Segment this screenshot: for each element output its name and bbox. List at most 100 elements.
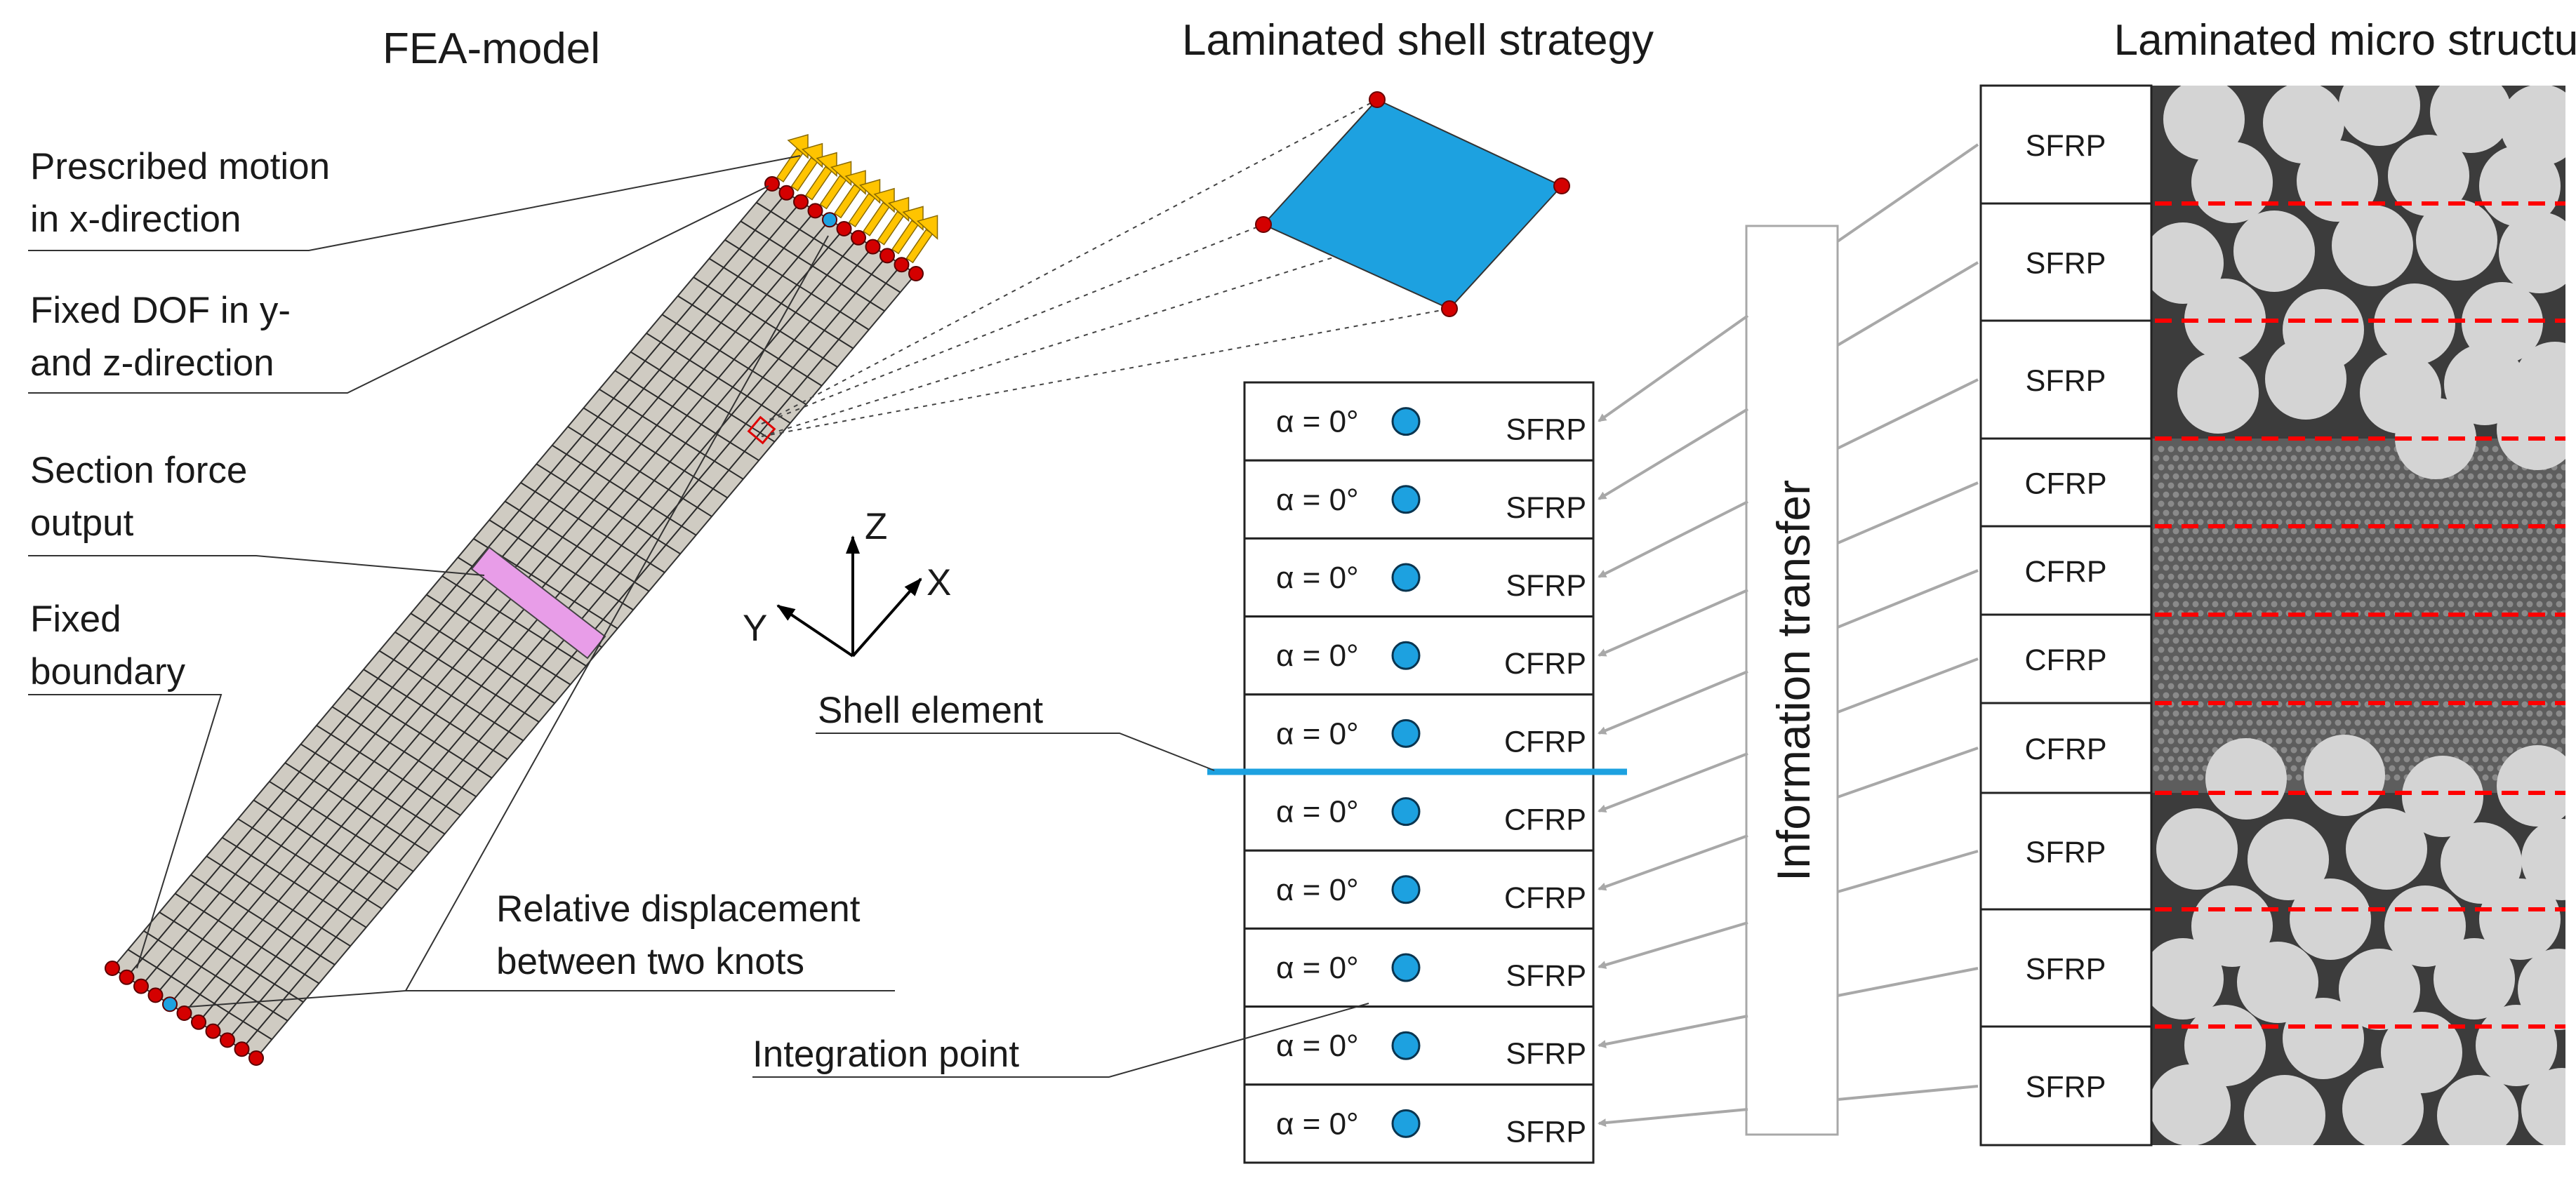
transfer-arrow-left — [1598, 752, 1748, 813]
layer-material: SFRP — [1506, 413, 1586, 447]
sfrp-fiber — [2304, 735, 2385, 816]
sfrp-fiber — [2430, 86, 2511, 153]
heading-micro-structure: Laminated micro structure — [2114, 16, 2576, 65]
layer-angle: α = 0° — [1276, 561, 1359, 595]
sfrp-fiber — [2339, 86, 2420, 146]
sfrp-fiber — [2156, 808, 2238, 890]
node-top — [908, 266, 924, 281]
layer-angle: α = 0° — [1276, 1029, 1359, 1063]
sfrp-fiber — [2151, 938, 2224, 1020]
label-relative-displacement-2: between two knots — [496, 941, 804, 982]
shell-element — [1262, 98, 1563, 310]
transfer-link-right — [1837, 569, 1979, 629]
transfer-arrow-left — [1598, 670, 1748, 735]
sfrp-fiber — [2499, 212, 2565, 293]
prescribed-motion-arrows — [776, 134, 938, 264]
label-fixed-boundary-2: boundary — [30, 651, 186, 693]
sfrp-fiber — [2342, 1068, 2424, 1145]
transfer-arrow-left — [1598, 408, 1749, 500]
node-top — [778, 185, 795, 201]
integration-point-dot — [1391, 407, 1421, 436]
layer-angle: α = 0° — [1276, 639, 1359, 673]
label-section-force-1: Section force — [30, 450, 247, 491]
layer-angle: α = 0° — [1276, 873, 1359, 907]
transfer-arrow-left — [1598, 1015, 1748, 1048]
heading-shell-strategy: Laminated shell strategy — [1182, 16, 1654, 65]
micro-structure-image — [2151, 86, 2565, 1145]
sfrp-fiber — [2479, 145, 2561, 227]
transfer-arrow-left — [1598, 834, 1748, 891]
node-bottom — [234, 1041, 250, 1057]
label-fixed-boundary-1: Fixed — [30, 599, 121, 640]
node-bottom — [105, 961, 120, 976]
micro-layer-cell — [1979, 791, 2153, 911]
integration-point-dot — [1391, 953, 1421, 982]
micro-layer-cell — [1979, 84, 2153, 205]
layer-material: CFRP — [1504, 881, 1586, 915]
layer-material: CFRP — [1504, 647, 1586, 681]
sfrp-fiber — [2205, 738, 2287, 820]
transfer-link-right — [1837, 850, 1979, 893]
sfrp-fiber — [2248, 819, 2329, 900]
layer-material: SFRP — [1506, 491, 1586, 525]
transfer-link-right — [1837, 657, 1979, 714]
motion-arrow-head — [816, 152, 837, 178]
sfrp-fiber — [2521, 819, 2565, 900]
node-top — [894, 257, 910, 273]
label-integration-point: Integration point — [752, 1034, 1019, 1075]
layer-material: SFRP — [1506, 1115, 1586, 1149]
sfrp-fiber — [2479, 878, 2561, 960]
selected-element-marker — [747, 415, 776, 445]
layer-material: SFRP — [1506, 1037, 1586, 1071]
micro-layer-label: CFRP — [2024, 643, 2106, 677]
layer-angle: α = 0° — [1276, 951, 1359, 985]
layer-angle: α = 0° — [1276, 483, 1359, 517]
information-transfer-arrows — [1598, 143, 1979, 1128]
label-section-force-2: output — [30, 502, 134, 544]
transfer-arrow-left — [1598, 1108, 1748, 1128]
transfer-link-right — [1837, 747, 1979, 798]
micro-layer-label: SFRP — [2026, 129, 2106, 163]
sfrp-fiber — [2233, 210, 2315, 292]
control-node-bottom — [162, 996, 178, 1012]
micro-layer-cell — [1979, 908, 2153, 1028]
micro-layer-label: SFRP — [2026, 1071, 2106, 1104]
section-force-band — [470, 546, 606, 660]
integration-point-leader — [752, 1003, 1369, 1078]
node-top — [807, 203, 823, 219]
label-prescribed-motion-1: Prescribed motion — [30, 146, 330, 187]
integration-point-dot — [1391, 1031, 1421, 1060]
sfrp-fiber — [2177, 352, 2259, 434]
node-top — [865, 239, 881, 255]
transfer-link-right — [1836, 261, 1979, 347]
shell-element-leader — [816, 733, 1215, 771]
axis-label-y: Y — [743, 608, 767, 649]
sfrp-fiber — [2416, 199, 2497, 281]
layer-material: SFRP — [1506, 569, 1586, 603]
node-bottom — [176, 1005, 192, 1021]
micro-layer-cell — [1979, 437, 2153, 528]
integration-point-dot — [1391, 641, 1421, 670]
label-fixed-dof-2: and z-direction — [30, 342, 274, 384]
motion-arrow-head — [787, 134, 809, 159]
integration-point-dot — [1391, 485, 1421, 514]
micro-layer-cell — [1979, 525, 2153, 616]
sfrp-fiber — [2374, 283, 2455, 365]
sfrp-fiber — [2290, 878, 2371, 960]
sfrp-fiber — [2346, 808, 2427, 890]
layer-angle: α = 0° — [1276, 716, 1359, 751]
label-information-transfer: Information transfer — [1767, 480, 1819, 881]
control-node-top — [822, 212, 837, 228]
node-bottom — [119, 969, 135, 985]
micro-layer-label: SFRP — [2026, 953, 2106, 987]
integration-point-dot — [1391, 875, 1421, 904]
heading-fea-model: FEA-model — [383, 25, 600, 73]
fea-mesh-strip — [111, 182, 917, 1060]
sfrp-fiber — [2497, 389, 2565, 470]
micro-layer-label: CFRP — [2024, 733, 2106, 766]
sfrp-fiber — [2151, 1064, 2231, 1145]
projection-lines — [761, 99, 1562, 437]
transfer-arrow-left — [1598, 589, 1748, 657]
integration-point-dot — [1391, 1109, 1421, 1138]
micro-layer-label: SFRP — [2026, 247, 2106, 281]
